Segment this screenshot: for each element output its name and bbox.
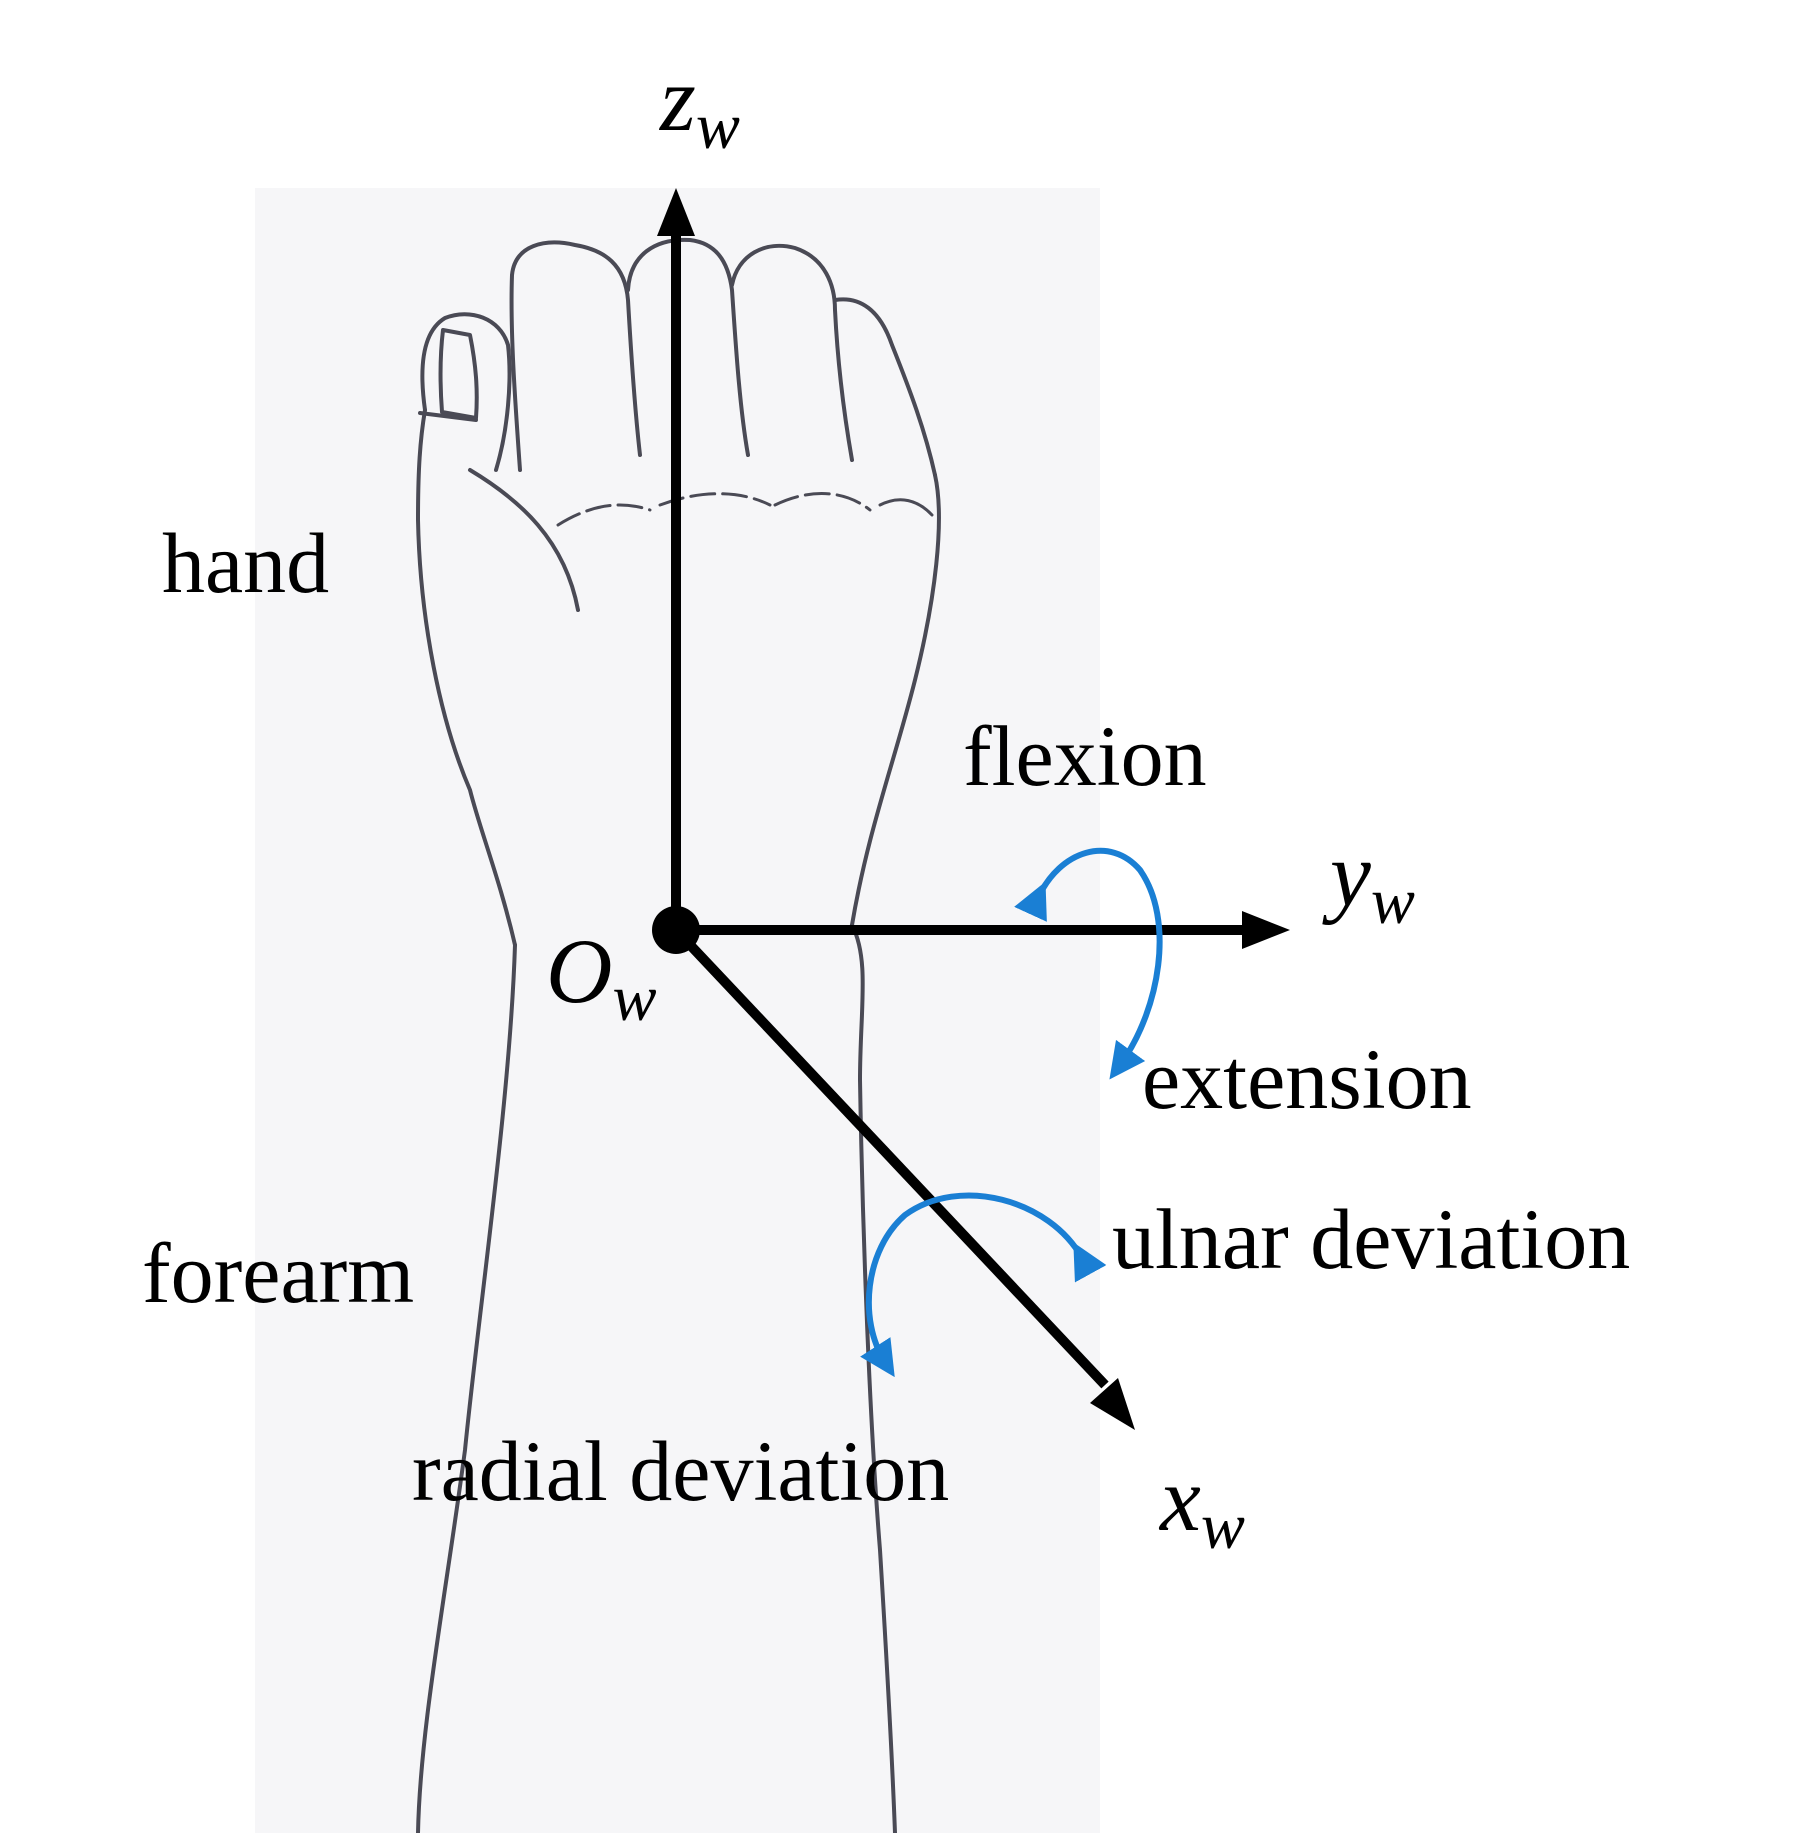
x-axis-label: xw bbox=[1158, 1448, 1245, 1563]
origin-label: Ow bbox=[546, 920, 656, 1035]
ulnar-deviation-label: ulnar deviation bbox=[1112, 1191, 1630, 1287]
hand-label: hand bbox=[162, 515, 329, 611]
flexion-extension-arrow bbox=[1014, 847, 1163, 1080]
y-axis-label: yw bbox=[1322, 823, 1415, 938]
ulnar-radial-deviation-arrow bbox=[860, 1192, 1107, 1378]
z-axis-arrowhead bbox=[657, 188, 695, 236]
z-axis-label: zw bbox=[658, 48, 740, 163]
extension-label: extension bbox=[1142, 1031, 1472, 1127]
flexion-label: flexion bbox=[963, 708, 1207, 804]
y-axis-arrowhead bbox=[1242, 911, 1290, 949]
origin-point bbox=[652, 906, 700, 954]
x-axis-arrowhead bbox=[1090, 1378, 1135, 1430]
radial-deviation-label: radial deviation bbox=[412, 1423, 949, 1519]
forearm-label: forearm bbox=[142, 1225, 414, 1321]
